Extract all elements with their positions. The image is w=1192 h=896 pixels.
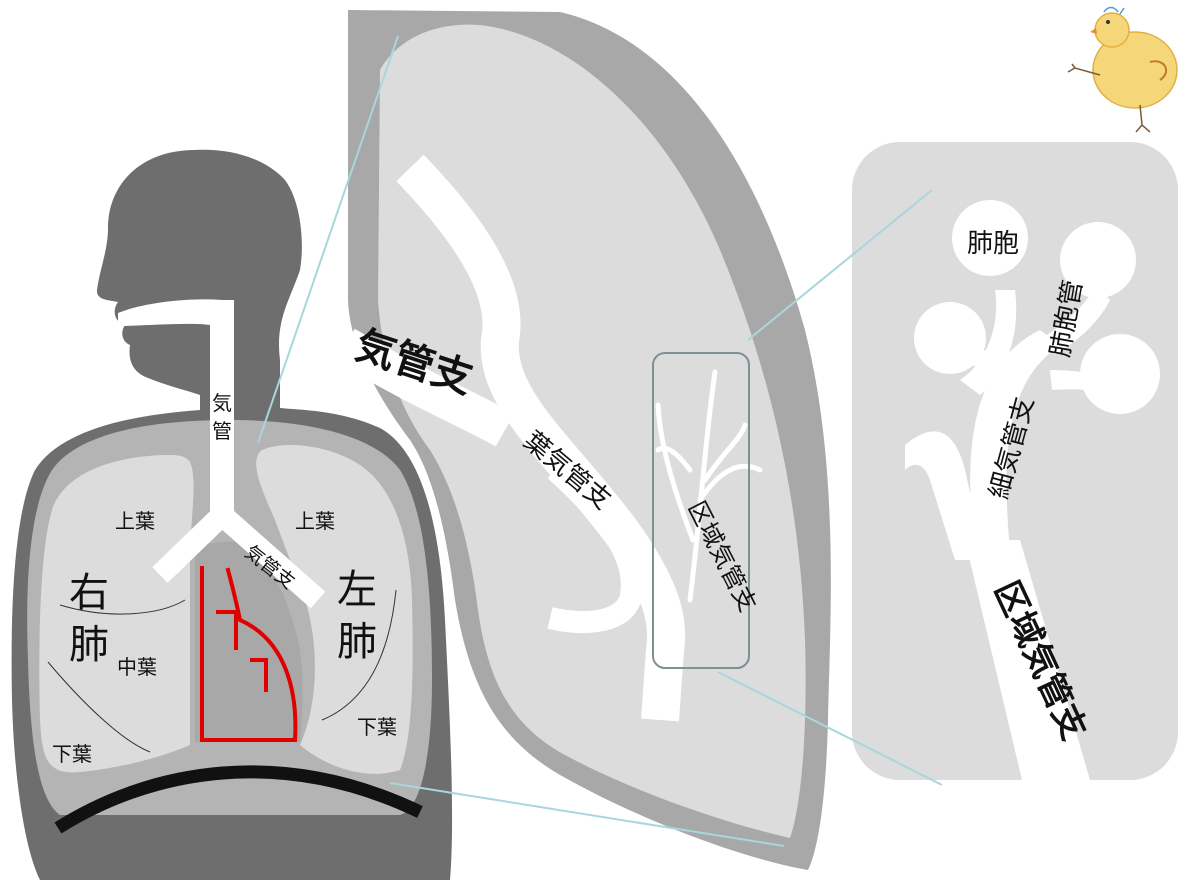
right-lung-label-1: 右 — [69, 570, 109, 616]
fissure-right-upper — [59, 599, 186, 615]
alveolus-top — [952, 200, 1028, 276]
zoom-lines — [257, 35, 943, 847]
alveolus-label: 肺胞 — [967, 229, 1019, 259]
left-lung — [256, 445, 413, 774]
trachea-label-1: 気 — [212, 391, 232, 415]
chick-illustration — [1067, 6, 1178, 133]
lung-bronchus-branch — [547, 461, 643, 633]
detail-branch-left — [960, 290, 1017, 395]
detail-trunk-lower — [965, 540, 1090, 780]
zoom-line-1 — [257, 35, 399, 444]
fissure-right-lower — [47, 661, 151, 753]
detail-trunk — [970, 330, 1060, 550]
heart-branch-2 — [250, 658, 268, 692]
segment-branches — [655, 369, 763, 603]
main-bronchus-right — [152, 507, 230, 583]
segment-branch-1 — [687, 369, 718, 603]
mediastinum — [195, 540, 303, 742]
alveolus-left — [914, 302, 986, 374]
segment-branch-5 — [702, 422, 748, 483]
mouth-airway — [118, 299, 234, 520]
chick-wing — [1149, 60, 1168, 81]
segment-branch-3 — [697, 463, 763, 503]
chick-beak — [1090, 28, 1097, 34]
main-bronchus-left — [214, 506, 326, 609]
chick-hair — [1103, 6, 1125, 15]
left-lung-label-1: 左 — [337, 567, 377, 613]
detail-airway — [905, 200, 1160, 780]
zoom-line-3 — [747, 189, 933, 341]
detail-side-branch — [905, 431, 985, 560]
left-lung-label-2: 肺 — [337, 619, 377, 665]
zoom-line-4 — [717, 671, 943, 786]
body-airway — [118, 299, 326, 609]
alveolus-right — [1080, 334, 1160, 414]
trachea-label-2: 管 — [212, 419, 232, 443]
lung-bronchus-left — [335, 328, 515, 447]
enlarged-lung: 気管支 葉気管支 区域気管支 — [335, 10, 831, 870]
zoom-line-2 — [389, 782, 785, 847]
segment-branch-4 — [655, 445, 693, 473]
left-lower-lobe-label: 下葉 — [357, 715, 397, 739]
middle-lobe-label: 中葉 — [117, 655, 157, 679]
left-upper-lobe-label: 上葉 — [295, 509, 335, 533]
detail-branch-right — [1040, 285, 1110, 355]
right-lower-lobe-label: 下葉 — [52, 742, 92, 766]
segment-branch-2 — [655, 402, 696, 543]
heart-vessels — [200, 566, 298, 742]
segment-highlight-box — [652, 352, 750, 669]
lung-bronchus-trunk — [396, 154, 686, 722]
chick-legs — [1067, 63, 1151, 133]
alveolus-right-top — [1060, 222, 1136, 298]
fissure-left — [321, 589, 397, 721]
right-upper-lobe-label: 上葉 — [115, 509, 155, 533]
heart-outline — [200, 566, 298, 742]
chick-head — [1094, 12, 1130, 48]
heart-branch-1 — [216, 610, 238, 650]
diaphragm — [54, 765, 423, 834]
chick-eye — [1106, 20, 1110, 24]
chick-body — [1092, 31, 1178, 109]
lung-inner — [378, 24, 806, 838]
right-lung-label-2: 肺 — [69, 622, 109, 668]
detail-panel: 肺胞 肺胞管 細気管支 区域気管支 — [852, 142, 1178, 780]
